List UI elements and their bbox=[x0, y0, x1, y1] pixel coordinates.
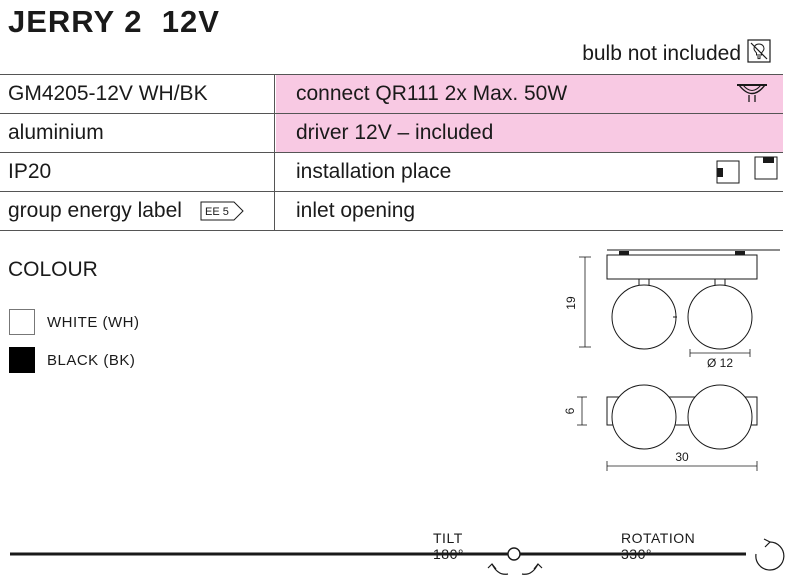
swatch-black bbox=[9, 347, 35, 373]
product-title: JERRY 2 12V bbox=[8, 4, 220, 39]
bulb-crossed-icon bbox=[747, 39, 771, 63]
dimension-drawing: 19 Ø 12 6 30 bbox=[563, 249, 780, 471]
colour-black-label: BLACK (BK) bbox=[47, 352, 136, 369]
colour-white-label: WHITE (WH) bbox=[47, 314, 140, 331]
spec-row-energy: group energy label EE 5 inlet opening bbox=[0, 191, 783, 231]
dimension-depth-label: 6 bbox=[563, 407, 577, 414]
colour-title: COLOUR bbox=[8, 258, 98, 281]
motion-line bbox=[10, 538, 785, 575]
spec-installation-place: installation place bbox=[276, 153, 783, 191]
spec-material: aluminium bbox=[0, 114, 275, 152]
spec-row-model: GM4205-12V WH/BK connect QR111 2x Max. 5… bbox=[0, 74, 783, 113]
qr111-bulb-icon bbox=[737, 84, 767, 102]
spec-bulb-connection: connect QR111 2x Max. 50W bbox=[276, 75, 783, 113]
spec-row-material: aluminium driver 12V – included bbox=[0, 113, 783, 152]
ceiling-mount-icon bbox=[754, 156, 778, 180]
spec-installation-place-text: installation place bbox=[296, 160, 452, 183]
energy-label-value: EE 5 bbox=[205, 206, 229, 218]
dimension-width-label: 30 bbox=[675, 450, 689, 464]
bulb-not-included-note: bulb not included bbox=[582, 42, 741, 65]
swatch-white bbox=[9, 309, 35, 335]
spec-bulb-connection-text: connect QR111 2x Max. 50W bbox=[296, 82, 568, 105]
dimension-height-label: 19 bbox=[564, 296, 578, 310]
spec-row-ip: IP20 installation place bbox=[0, 152, 783, 191]
spec-inlet-opening: inlet opening bbox=[296, 199, 416, 222]
specification-table: GM4205-12V WH/BK connect QR111 2x Max. 5… bbox=[0, 74, 783, 231]
spec-energy-label-text: group energy label bbox=[8, 199, 182, 222]
spec-model-code: GM4205-12V WH/BK bbox=[0, 75, 275, 113]
dimension-diameter-label: Ø 12 bbox=[707, 356, 733, 370]
wall-mount-icon bbox=[716, 160, 740, 184]
spec-driver: driver 12V – included bbox=[276, 114, 783, 152]
spec-energy-label: group energy label EE 5 bbox=[0, 192, 275, 230]
spec-ip-rating: IP20 bbox=[0, 153, 275, 191]
energy-label-badge: EE 5 bbox=[200, 201, 244, 221]
energy-label-arrow-icon: EE 5 bbox=[200, 201, 244, 221]
